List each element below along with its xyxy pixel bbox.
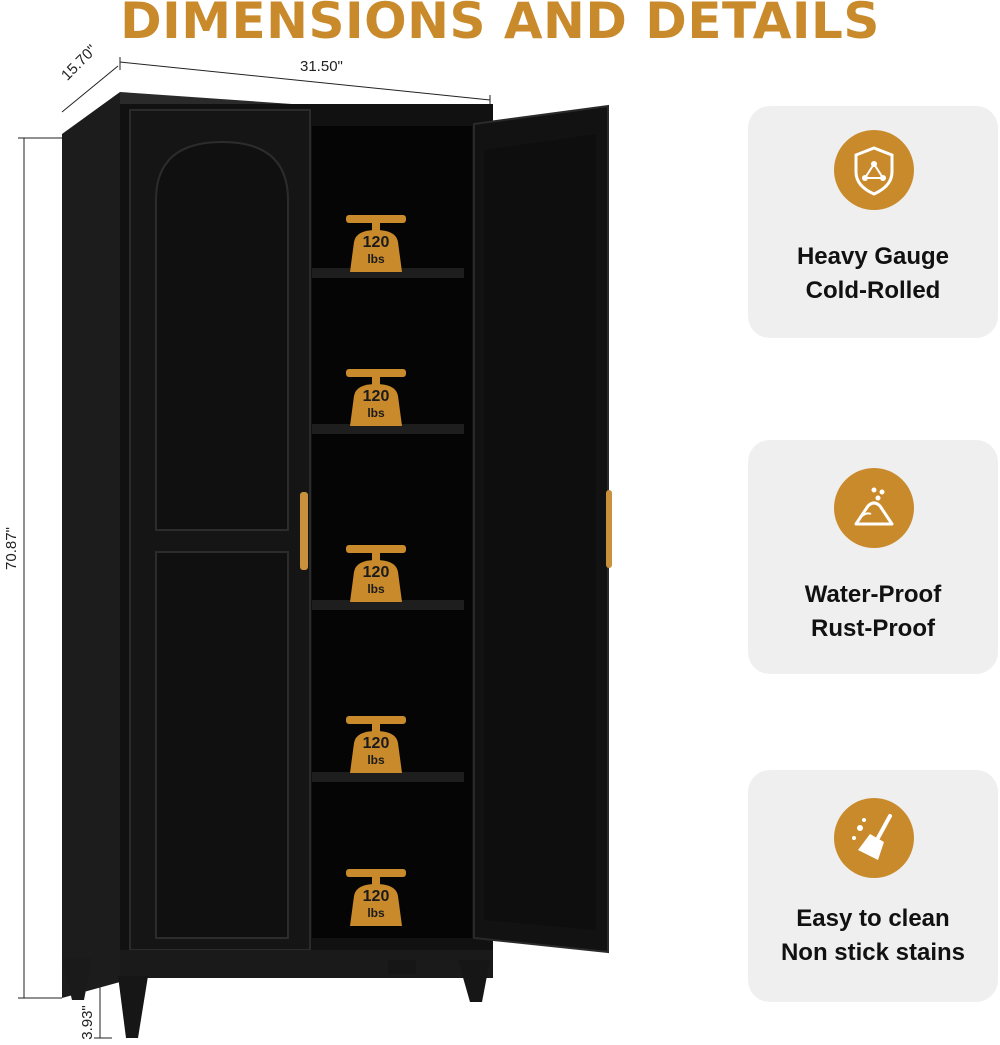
weight-unit: lbs	[367, 406, 385, 420]
feature-line-2: Cold-Rolled	[805, 277, 941, 304]
broom-icon	[834, 798, 914, 878]
weight-value: 120	[362, 564, 390, 581]
water-drops-icon	[834, 468, 914, 548]
cabinet-illustration	[18, 57, 612, 1039]
shield-icon	[834, 130, 914, 210]
feature-line-1: Heavy Gauge	[796, 243, 950, 270]
leg	[118, 976, 148, 1038]
feature-line-2: Rust-Proof	[811, 615, 935, 642]
leg	[62, 958, 92, 1000]
leg	[388, 960, 416, 974]
feature-line-1: Easy to clean	[796, 905, 950, 932]
cabinet-base	[120, 950, 493, 978]
feature-line-1: Water-Proof	[804, 581, 942, 608]
feature-card-water-proof: Water-Proof Rust-Proof	[748, 440, 998, 674]
feature-card-easy-clean: Easy to clean Non stick stains	[748, 770, 998, 1002]
weight-value: 120	[362, 735, 390, 752]
shelves	[312, 268, 464, 782]
leg-dimension: 3.93"	[78, 1005, 96, 1040]
page-title: DIMENSIONS AND DETAILS	[120, 0, 880, 50]
door-lower-panel	[155, 551, 289, 939]
width-dimension: 31.50"	[300, 58, 343, 75]
cabinet-side	[62, 92, 120, 998]
weight-unit: lbs	[367, 582, 385, 596]
left-door-handle	[300, 492, 308, 570]
right-door-panel	[484, 134, 596, 930]
feature-card-heavy-gauge: Heavy Gauge Cold-Rolled	[748, 106, 998, 338]
weight-value: 120	[362, 888, 390, 905]
weight-unit: lbs	[367, 252, 385, 266]
door-arch-panel	[155, 140, 289, 531]
weight-value: 120	[362, 234, 390, 251]
height-dimension: 70.87"	[2, 527, 20, 570]
feature-line-2: Non stick stains	[780, 939, 966, 966]
weight-value: 120	[362, 388, 390, 405]
right-door-handle	[606, 490, 612, 568]
weight-unit: lbs	[367, 753, 385, 767]
leg	[458, 960, 490, 1002]
weight-unit: lbs	[367, 906, 385, 920]
